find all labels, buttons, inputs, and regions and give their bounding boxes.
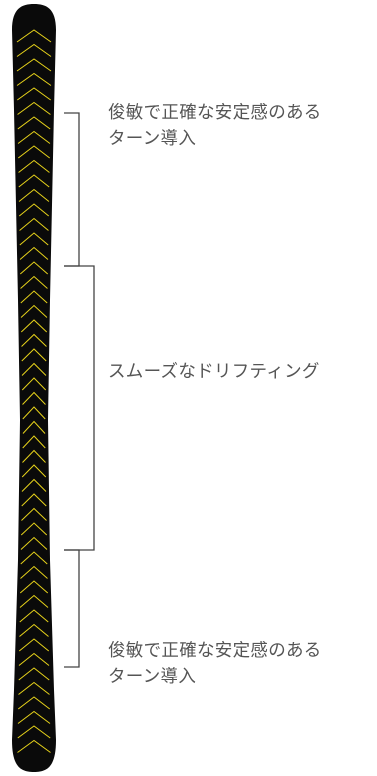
chevron-mark: [20, 551, 48, 565]
chevron-mark: [22, 449, 46, 463]
label-line: 俊敏で正確な安定感のある: [108, 641, 322, 661]
chevron-mark: [17, 725, 51, 739]
label-line: ターン導入: [108, 667, 197, 687]
chevron-mark: [21, 377, 47, 391]
chevron-mark: [22, 420, 46, 434]
chevron-mark: [16, 29, 52, 43]
chevron-mark: [20, 304, 48, 318]
bracket-middle: [64, 265, 95, 551]
chevron-mark: [21, 478, 47, 492]
chevron-mark: [18, 159, 50, 173]
section-label-middle-drifting: スムーズなドリフティング: [108, 359, 373, 385]
chevron-mark: [20, 536, 48, 550]
chevron-mark: [19, 623, 49, 637]
chevron-mark: [22, 406, 46, 420]
chevron-mark: [17, 739, 51, 753]
chevron-mark: [21, 333, 47, 347]
chevron-mark: [17, 116, 51, 130]
label-line: 俊敏で正確な安定感のある: [108, 103, 322, 123]
chevron-mark: [18, 174, 50, 188]
ski-chevron-pattern: [16, 29, 52, 753]
chevron-mark: [19, 594, 49, 608]
chevron-mark: [19, 217, 49, 231]
chevron-mark: [22, 391, 46, 405]
chevron-mark: [21, 464, 47, 478]
section-label-bottom-turn-initiation: 俊敏で正確な安定感のある ターン導入: [108, 638, 373, 690]
chevron-mark: [18, 667, 50, 681]
chevron-mark: [19, 246, 49, 260]
chevron-mark: [18, 188, 50, 202]
chevron-mark: [18, 638, 50, 652]
bracket-top: [64, 112, 80, 267]
bracket-bottom: [64, 549, 80, 668]
chevron-mark: [20, 522, 48, 536]
chevron-mark: [17, 87, 51, 101]
chevron-mark: [17, 101, 51, 115]
label-line: ターン導入: [108, 129, 197, 149]
chevron-mark: [20, 290, 48, 304]
chevron-mark: [16, 72, 52, 86]
chevron-mark: [20, 275, 48, 289]
chevron-mark: [19, 232, 49, 246]
chevron-mark: [21, 507, 47, 521]
chevron-mark: [18, 203, 50, 217]
chevron-mark: [19, 609, 49, 623]
chevron-mark: [17, 130, 51, 144]
chevron-mark: [20, 565, 48, 579]
chevron-mark: [21, 493, 47, 507]
chevron-mark: [16, 43, 52, 57]
chevron-mark: [17, 696, 51, 710]
ski-body: [12, 4, 56, 772]
chevron-mark: [18, 652, 50, 666]
chevron-mark: [19, 261, 49, 275]
chevron-mark: [17, 145, 51, 159]
chevron-mark: [19, 580, 49, 594]
label-line: スムーズなドリフティング: [108, 362, 320, 382]
chevron-mark: [17, 710, 51, 724]
chevron-mark: [22, 435, 46, 449]
chevron-mark: [20, 319, 48, 333]
chevron-mark: [21, 362, 47, 376]
chevron-mark: [16, 58, 52, 72]
section-label-top-turn-initiation: 俊敏で正確な安定感のある ターン導入: [108, 100, 373, 152]
chevron-mark: [18, 681, 50, 695]
chevron-mark: [21, 348, 47, 362]
